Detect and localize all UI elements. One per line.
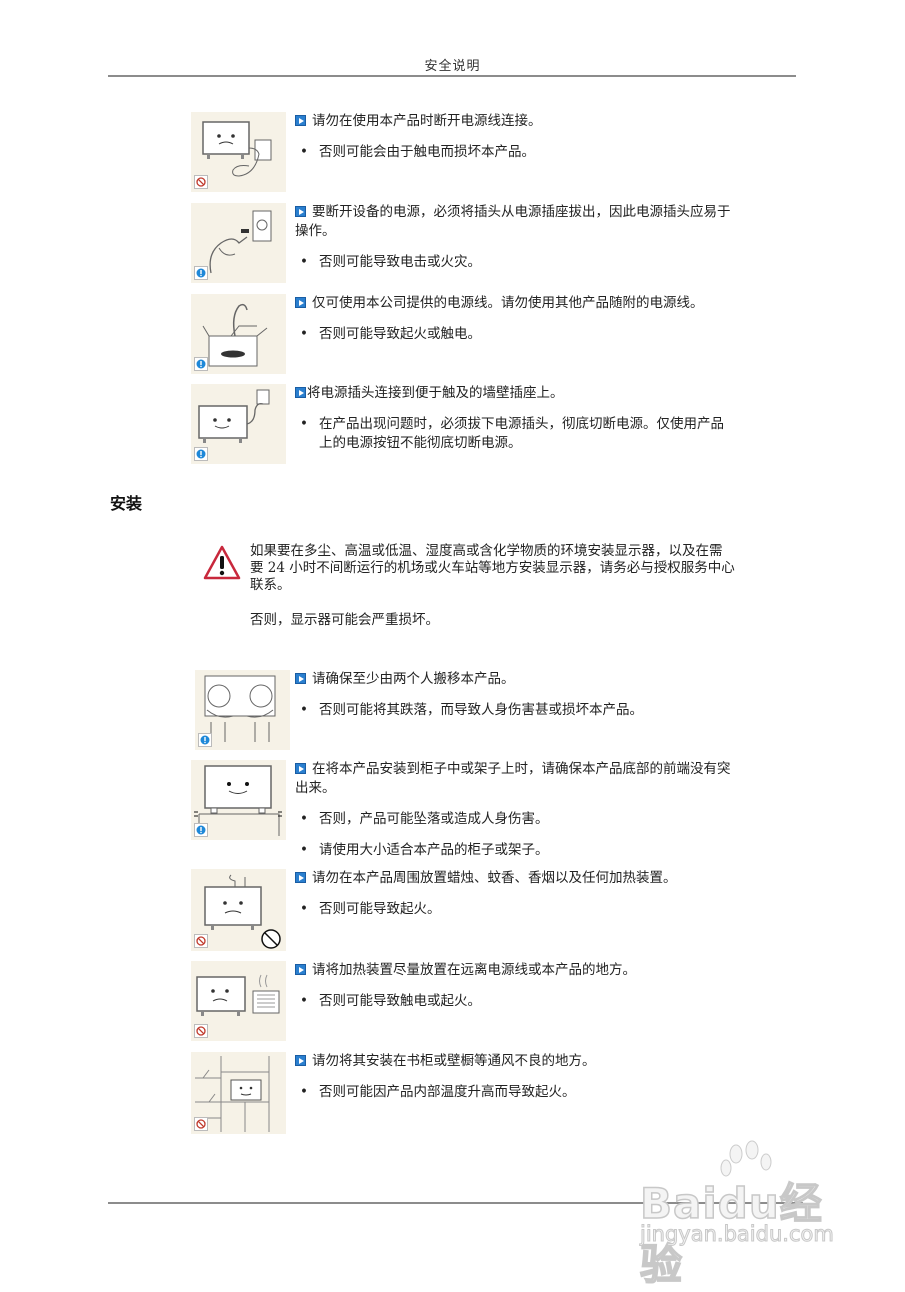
item-title: 请勿在使用本产品时断开电源线连接。: [312, 113, 542, 129]
warning-triangle-icon: [203, 545, 241, 585]
item-bullet: 否则可能导致起火。: [295, 900, 735, 919]
item-bullet: 否则可能因产品内部温度升高而导致起火。: [295, 1083, 735, 1102]
illustration-two-people-carry: [195, 670, 290, 750]
item-bullet: 请使用大小适合本产品的柜子或架子。: [295, 841, 735, 860]
warning-consequence: 否则，显示器可能会严重损坏。: [250, 612, 439, 628]
caution-icon: [194, 447, 208, 461]
item-bullet: 否则，产品可能坠落或造成人身伤害。: [295, 810, 735, 829]
illustration-shelf-edge: [191, 760, 286, 840]
prohibited-icon: [194, 1117, 208, 1131]
paw-icon: [718, 1140, 778, 1194]
item-bullet: 否则可能将其跌落，而导致人身伤害甚或损坏本产品。: [295, 701, 735, 720]
section-heading-install: 安装: [110, 494, 143, 513]
arrow-bullet-icon: [295, 872, 306, 883]
caution-icon: [194, 266, 208, 280]
watermark-url: jingyan.baidu.com: [640, 1222, 835, 1247]
item-title: 仅可使用本公司提供的电源线。请勿使用其他产品随附的电源线。: [312, 295, 704, 311]
arrow-bullet-icon: [295, 964, 306, 975]
arrow-bullet-icon: [295, 763, 306, 774]
illustration-heater-distance: [191, 961, 286, 1041]
illustration-bookcase: [191, 1052, 286, 1134]
item-bullet: 否则可能导致电击或火灾。: [295, 253, 735, 272]
header-rule: [108, 75, 796, 77]
footer-rule: [108, 1202, 803, 1204]
item-title: 在将本产品安装到柜子中或架子上时，请确保本产品底部的前端没有突出来。: [295, 761, 731, 796]
item-title: 请将加热装置尽量放置在远离电源线或本产品的地方。: [312, 962, 636, 978]
item-bullet: 否则可能会由于触电而损坏本产品。: [295, 143, 735, 162]
arrow-bullet-icon: [295, 297, 306, 308]
illustration-hand-unplug: [191, 203, 286, 283]
prohibited-icon: [194, 175, 208, 189]
arrow-bullet-icon: [295, 115, 306, 126]
illustration-wall-outlet: [191, 384, 286, 464]
arrow-bullet-icon: [295, 673, 306, 684]
illustration-monitor-unplug: [191, 112, 286, 192]
arrow-bullet-icon: [295, 1055, 306, 1066]
warning-text: 如果要在多尘、高温或低温、湿度高或含化学物质的环境安装显示器，以及在需要 24 …: [250, 543, 735, 593]
prohibited-icon: [194, 934, 208, 948]
item-bullet: 在产品出现问题时，必须拔下电源插头，彻底切断电源。仅使用产品上的电源按钮不能彻底…: [295, 415, 735, 453]
item-title: 请勿在本产品周围放置蜡烛、蚊香、香烟以及任何加热装置。: [312, 870, 677, 886]
arrow-bullet-icon: [295, 206, 306, 217]
item-bullet: 否则可能导致起火或触电。: [295, 325, 735, 344]
illustration-candle-heater: [191, 869, 286, 951]
item-bullet: 否则可能导致触电或起火。: [295, 992, 735, 1011]
item-title: 请勿将其安装在书柜或壁橱等通风不良的地方。: [312, 1053, 596, 1069]
caution-icon: [198, 733, 212, 747]
caution-icon: [194, 357, 208, 371]
illustration-power-cord-box: [191, 294, 286, 374]
item-title: 将电源插头连接到便于触及的墙壁插座上。: [307, 385, 564, 401]
item-title: 请确保至少由两个人搬移本产品。: [312, 671, 515, 687]
arrow-bullet-icon: [295, 387, 306, 398]
caution-icon: [194, 823, 208, 837]
item-title: 要断开设备的电源，必须将插头从电源插座拔出，因此电源插头应易于操作。: [295, 204, 731, 239]
page-header-title: 安全说明: [424, 59, 481, 74]
prohibited-icon: [194, 1024, 208, 1038]
baidu-watermark: Baidu经验 jingyan.baidu.com: [639, 1140, 860, 1290]
